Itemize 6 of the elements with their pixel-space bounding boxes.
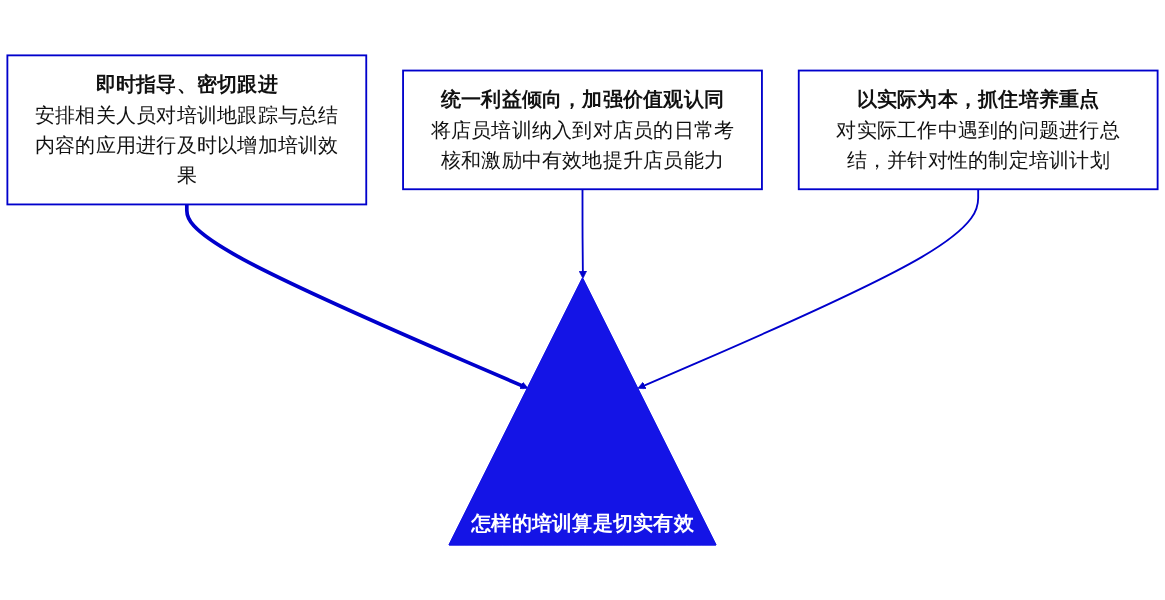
node-box: 即时指导、密切跟进 安排相关人员对培训地跟踪与总结 内容的应用进行及时以增加培训效果 bbox=[6, 54, 368, 206]
arrow bbox=[578, 188, 587, 279]
arrow bbox=[637, 188, 980, 389]
node-box: 统一利益倾向，加强价值观认同 将店员培训纳入到对店员的日常考核和激励中有效地提升店员能力 bbox=[402, 69, 763, 191]
node-box: 以实际为本，抓住培养重点 对实际工作中遇到的问题进行总结，并针对性的制定培训计划 bbox=[797, 69, 1159, 191]
arrow bbox=[185, 204, 529, 389]
